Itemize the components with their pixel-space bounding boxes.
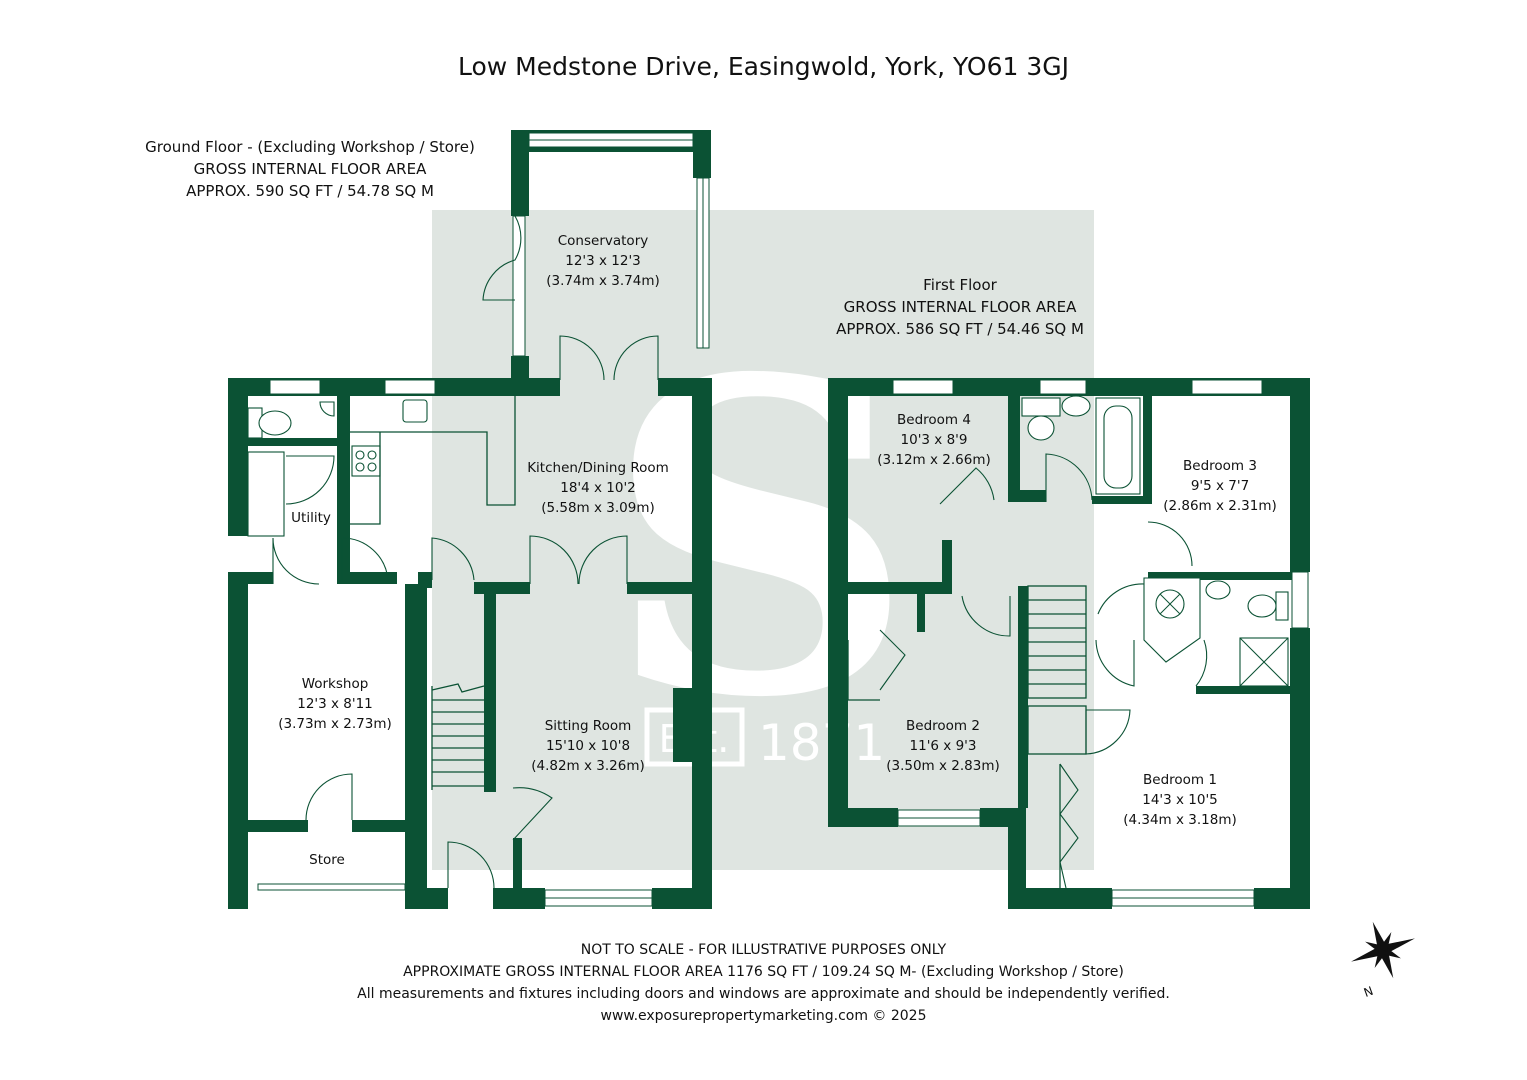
- room-dimensions-metric: (3.74m x 3.74m): [546, 273, 660, 289]
- room-dimensions-imperial: 9'5 x 7'7: [1190, 478, 1250, 494]
- room-dimensions-imperial: 12'3 x 8'11: [297, 696, 373, 712]
- compass-icon: [1351, 921, 1415, 979]
- ground-floor-fixtures: [247, 396, 516, 790]
- page-title: Low Medstone Drive, Easingwold, York, YO…: [458, 52, 1069, 81]
- room-dimensions-metric: (5.58m x 3.09m): [541, 500, 655, 516]
- room-dimensions-imperial: 12'3 x 12'3: [565, 253, 641, 269]
- room-name: Bedroom 3: [1183, 458, 1257, 474]
- watermark-year: 1871: [758, 714, 885, 772]
- room-sitting-room: Sitting Room 15'10 x 10'8 (4.82m x 3.26m…: [488, 716, 688, 776]
- first-floor-stairs: [1027, 585, 1087, 755]
- first-floor-doors: [879, 453, 1208, 755]
- room-dimensions-metric: (3.50m x 2.83m): [886, 758, 1000, 774]
- ground-floor-stairs: [431, 683, 485, 790]
- room-name: Bedroom 4: [897, 412, 971, 428]
- room-utility: Utility: [271, 508, 351, 528]
- room-workshop: Workshop 12'3 x 8'11 (3.73m x 2.73m): [235, 674, 435, 734]
- room-bedroom-1: Bedroom 1 14'3 x 10'5 (4.34m x 3.18m): [1080, 770, 1280, 830]
- first-floor-windows: [892, 379, 1309, 907]
- room-store: Store: [287, 850, 367, 870]
- room-dimensions-imperial: 18'4 x 10'2: [560, 480, 636, 496]
- room-name: Utility: [291, 510, 331, 526]
- room-dimensions-imperial: 15'10 x 10'8: [545, 738, 631, 754]
- room-bedroom-2: Bedroom 2 11'6 x 9'3 (3.50m x 2.83m): [843, 716, 1043, 776]
- first-floor-fixtures: [847, 395, 1289, 889]
- ground-floor-area-value: APPROX. 590 SQ FT / 54.78 SQ M: [186, 182, 434, 200]
- room-dimensions-metric: (4.34m x 3.18m): [1123, 812, 1237, 828]
- room-dimensions-metric: (3.12m x 2.66m): [877, 452, 991, 468]
- room-name: Bedroom 1: [1143, 772, 1217, 788]
- room-dimensions-imperial: 14'3 x 10'5: [1142, 792, 1218, 808]
- footer-total-area: APPROXIMATE GROSS INTERNAL FLOOR AREA 11…: [403, 964, 1124, 980]
- first-floor-area: First Floor GROSS INTERNAL FLOOR AREA AP…: [800, 274, 1120, 340]
- room-dimensions-metric: (4.82m x 3.26m): [531, 758, 645, 774]
- footer-website-link[interactable]: www.exposurepropertymarketing.com © 2025: [600, 1008, 927, 1024]
- ground-floor-area: Ground Floor - (Excluding Workshop / Sto…: [110, 136, 510, 202]
- room-name: Bedroom 2: [906, 718, 980, 734]
- watermark-logo: S Est. 1871: [432, 210, 1094, 870]
- room-kitchen-dining: Kitchen/Dining Room 18'4 x 10'2 (5.58m x…: [498, 458, 698, 518]
- footer-measurements-note: All measurements and fixtures including …: [357, 986, 1170, 1002]
- room-conservatory: Conservatory 12'3 x 12'3 (3.74m x 3.74m): [503, 231, 703, 291]
- ground-floor-doors: [272, 215, 659, 889]
- room-name: Conservatory: [557, 233, 649, 249]
- room-name: Store: [309, 852, 345, 868]
- room-dimensions-metric: (3.73m x 2.73m): [278, 716, 392, 732]
- room-bedroom-3: Bedroom 3 9'5 x 7'7 (2.86m x 2.31m): [1120, 456, 1320, 516]
- room-dimensions-metric: (2.86m x 2.31m): [1163, 498, 1277, 514]
- footer-disclaimer: NOT TO SCALE - FOR ILLUSTRATIVE PURPOSES…: [580, 942, 947, 958]
- room-name: Sitting Room: [544, 718, 632, 734]
- ground-floor-area-label: GROSS INTERNAL FLOOR AREA: [193, 160, 427, 178]
- room-name: Workshop: [301, 676, 369, 692]
- first-floor-area-value: APPROX. 586 SQ FT / 54.46 SQ M: [836, 320, 1084, 338]
- room-bedroom-4: Bedroom 4 10'3 x 8'9 (3.12m x 2.66m): [834, 410, 1034, 470]
- first-floor-area-label: GROSS INTERNAL FLOOR AREA: [843, 298, 1077, 316]
- room-name: Kitchen/Dining Room: [527, 460, 669, 476]
- ground-floor-windows: [257, 132, 710, 907]
- room-dimensions-imperial: 10'3 x 8'9: [900, 432, 968, 448]
- ground-floor-heading: Ground Floor - (Excluding Workshop / Sto…: [145, 138, 475, 156]
- first-floor-heading: First Floor: [923, 276, 997, 294]
- room-dimensions-imperial: 11'6 x 9'3: [909, 738, 977, 754]
